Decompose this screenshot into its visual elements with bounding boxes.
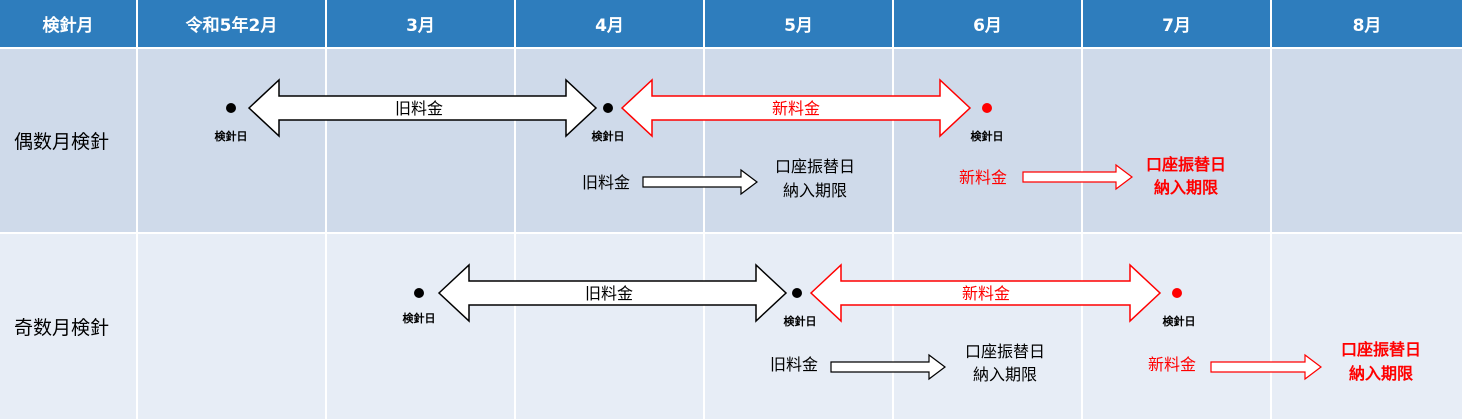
row-cell bbox=[327, 49, 514, 232]
row-cell bbox=[705, 49, 892, 232]
debit-date-label-red: 口座振替日 bbox=[1146, 155, 1226, 174]
row-cell bbox=[894, 49, 1081, 232]
meter-day-dot bbox=[226, 103, 236, 113]
row-cell bbox=[1272, 49, 1462, 232]
meter-day-label: 検針日 bbox=[784, 314, 817, 328]
meter-day-label: 検針日 bbox=[592, 129, 625, 143]
row-cell bbox=[138, 234, 325, 419]
header-cell-month: 令和5年2月 bbox=[138, 0, 325, 47]
meter-day-label: 検針日 bbox=[403, 311, 436, 325]
row-cell bbox=[138, 49, 325, 232]
debit-date-label: 口座振替日 bbox=[965, 342, 1045, 361]
payment-deadline-label-red: 納入期限 bbox=[1349, 364, 1414, 383]
old-rate-period-arrow bbox=[437, 263, 788, 323]
header-cell-month: 4月 bbox=[516, 0, 703, 47]
row-cell bbox=[894, 234, 1081, 419]
new-rate-period-arrow bbox=[620, 78, 972, 138]
debit-date-label-red: 口座振替日 bbox=[1341, 340, 1421, 359]
new-rate-debit-arrow bbox=[1022, 163, 1133, 191]
row-label-odd: 奇数月検針 bbox=[14, 317, 110, 339]
row-label-even: 偶数月検針 bbox=[14, 131, 110, 153]
header-cell-month: 7月 bbox=[1083, 0, 1270, 47]
row-cell bbox=[516, 49, 703, 232]
meter-day-dot-red bbox=[1172, 288, 1182, 298]
header-cell-month: 8月 bbox=[1272, 0, 1462, 47]
payment-deadline-label: 納入期限 bbox=[783, 181, 847, 200]
meter-day-dot bbox=[414, 288, 424, 298]
row-cell bbox=[0, 234, 136, 419]
row-cell bbox=[516, 234, 703, 419]
new-rate-period-label: 新料金 bbox=[962, 284, 1010, 303]
header-cell-meter-month: 検針月 bbox=[0, 0, 136, 47]
meter-day-dot bbox=[603, 103, 613, 113]
payment-deadline-label-red: 納入期限 bbox=[1154, 178, 1219, 197]
debit-date-label: 口座振替日 bbox=[775, 157, 855, 176]
old-rate-label: 旧料金 bbox=[582, 173, 630, 192]
row-cell bbox=[0, 49, 136, 232]
old-rate-period-label: 旧料金 bbox=[395, 99, 443, 118]
old-rate-debit-arrow bbox=[830, 353, 946, 381]
meter-day-label: 検針日 bbox=[215, 129, 248, 143]
old-rate-period-arrow bbox=[247, 78, 598, 138]
payment-deadline-label: 納入期限 bbox=[973, 365, 1037, 384]
row-cell bbox=[705, 234, 892, 419]
new-rate-period-arrow bbox=[809, 263, 1162, 323]
meter-day-dot bbox=[792, 288, 802, 298]
row-cell bbox=[1083, 234, 1270, 419]
new-rate-period-label: 新料金 bbox=[772, 99, 820, 118]
meter-day-label: 検針日 bbox=[1163, 314, 1196, 328]
new-rate-label: 新料金 bbox=[1148, 355, 1196, 374]
meter-day-dot-red bbox=[982, 103, 992, 113]
old-rate-period-label: 旧料金 bbox=[585, 284, 633, 303]
header-cell-month: 6月 bbox=[894, 0, 1081, 47]
old-rate-debit-arrow bbox=[642, 168, 758, 196]
row-cell bbox=[1083, 49, 1270, 232]
new-rate-label: 新料金 bbox=[959, 168, 1007, 187]
header-cell-month: 5月 bbox=[705, 0, 892, 47]
old-rate-label: 旧料金 bbox=[770, 355, 818, 374]
row-cell bbox=[1272, 234, 1462, 419]
meter-day-label: 検針日 bbox=[971, 129, 1004, 143]
new-rate-debit-arrow bbox=[1210, 353, 1322, 381]
row-cell bbox=[327, 234, 514, 419]
header-cell-month: 3月 bbox=[327, 0, 514, 47]
